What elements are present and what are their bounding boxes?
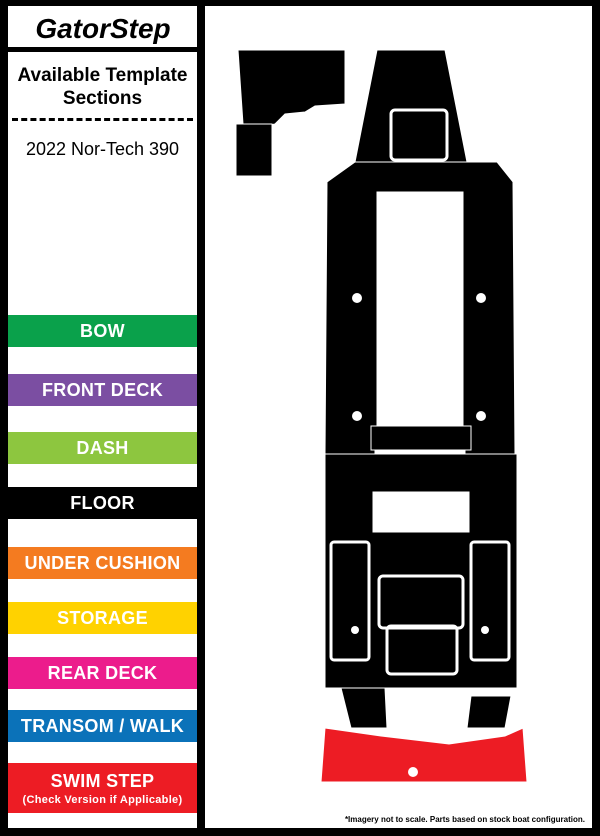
section-front-deck[interactable]: FRONT DECK bbox=[8, 374, 197, 406]
gatorstep-logo: GatorStep bbox=[35, 13, 170, 44]
section-label: REAR DECK bbox=[47, 662, 158, 683]
dash-part-upper bbox=[237, 49, 346, 131]
dash-bar bbox=[370, 425, 472, 451]
under-cushion-right bbox=[469, 540, 511, 662]
section-dash[interactable]: DASH bbox=[8, 432, 197, 464]
template-diagram-panel: *Imagery not to scale. Parts based on st… bbox=[205, 6, 592, 828]
bow-part bbox=[354, 49, 468, 163]
floor-part bbox=[324, 453, 518, 689]
dash-part-lower bbox=[235, 123, 273, 177]
section-label: FLOOR bbox=[70, 492, 135, 513]
legend-panel: GatorStep Available Template Sections 20… bbox=[8, 6, 197, 828]
section-label: FRONT DECK bbox=[42, 379, 163, 400]
floor-cutout bbox=[372, 491, 470, 533]
fitting-circle bbox=[352, 411, 362, 421]
section-label: SWIM STEP bbox=[50, 770, 155, 791]
logo-bar: GatorStep bbox=[8, 6, 197, 52]
section-sublabel: (Check Version if Applicable) bbox=[22, 793, 183, 806]
front-deck-cutout bbox=[376, 191, 464, 433]
available-sections-heading: Available Template Sections bbox=[8, 64, 197, 110]
heading-line-1: Available Template bbox=[17, 65, 188, 86]
disclaimer-note: *Imagery not to scale. Parts based on st… bbox=[345, 815, 585, 824]
section-storage[interactable]: STORAGE bbox=[8, 602, 197, 634]
section-label: DASH bbox=[76, 437, 129, 458]
rear-deck-left bbox=[340, 687, 388, 729]
section-label: STORAGE bbox=[57, 607, 148, 628]
section-label: UNDER CUSHION bbox=[24, 552, 181, 573]
section-label: BOW bbox=[80, 320, 125, 341]
section-label: TRANSOM / WALK bbox=[20, 715, 185, 736]
under-cushion-left bbox=[329, 540, 371, 662]
boat-template-diagram: *Imagery not to scale. Parts based on st… bbox=[235, 49, 585, 824]
dashed-divider bbox=[12, 118, 193, 121]
rear-deck-right bbox=[466, 695, 512, 729]
section-rear-deck[interactable]: REAR DECK bbox=[8, 657, 197, 689]
fitting-circle bbox=[481, 626, 489, 634]
section-transom-walk[interactable]: TRANSOM / WALK bbox=[8, 710, 197, 742]
logo-text: GatorStep bbox=[35, 13, 170, 44]
fitting-circle bbox=[351, 626, 359, 634]
storage-hatch-lower bbox=[385, 624, 459, 676]
section-swim-step[interactable]: SWIM STEP (Check Version if Applicable) bbox=[8, 763, 197, 813]
storage-hatch-upper bbox=[377, 574, 465, 630]
fitting-circle bbox=[352, 293, 362, 303]
section-bow[interactable]: BOW bbox=[8, 315, 197, 347]
section-under-cushion[interactable]: UNDER CUSHION bbox=[8, 547, 197, 579]
boat-model: 2022 Nor-Tech 390 bbox=[25, 139, 180, 159]
fitting-circle bbox=[476, 293, 486, 303]
section-floor[interactable]: FLOOR bbox=[8, 487, 197, 519]
bow-hatch bbox=[389, 108, 449, 162]
fitting-circle bbox=[476, 411, 486, 421]
heading-line-2: Sections bbox=[62, 88, 143, 109]
fitting-circle bbox=[408, 767, 418, 777]
swim-step-part bbox=[320, 727, 528, 783]
